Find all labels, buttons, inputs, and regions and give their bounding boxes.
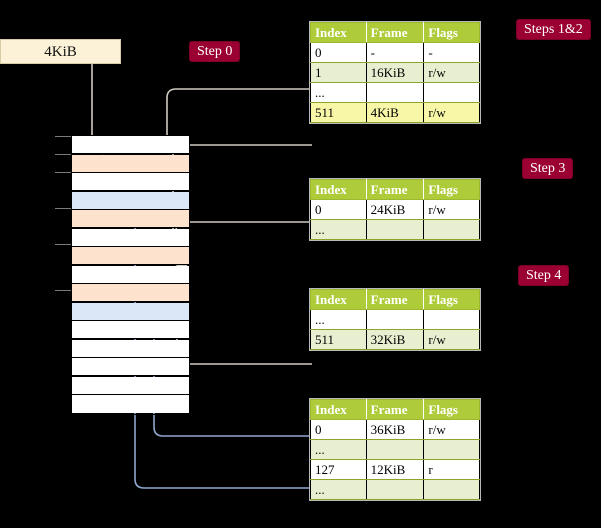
cell-flags [423, 309, 480, 330]
cell-index: ... [310, 309, 367, 330]
mem-tick [55, 290, 71, 291]
cell-frame [365, 479, 425, 500]
column-header-flags: Flags [423, 179, 480, 200]
memory-frame-row [72, 302, 189, 321]
cell-index: 1 [310, 62, 367, 83]
cell-frame: 12KiB [365, 459, 425, 480]
column-header-index: Index [310, 179, 367, 200]
cell-flags: r/w [423, 102, 480, 123]
column-header-index: Index [310, 289, 367, 310]
physical-memory-column [71, 135, 190, 415]
cell-flags [423, 82, 480, 103]
column-header-index: Index [310, 399, 367, 420]
column-header-index: Index [310, 22, 367, 43]
column-header-flags: Flags [423, 289, 480, 310]
memory-frame-row [72, 136, 189, 154]
cell-frame: 4KiB [365, 102, 425, 123]
memory-frame-row [72, 154, 189, 173]
memory-frame-row [72, 284, 189, 302]
cell-frame [365, 82, 425, 103]
cell-index: 511 [310, 102, 367, 123]
cell-frame: 36KiB [365, 419, 425, 440]
badge-step-3: Step 3 [522, 158, 574, 179]
cell-flags: r/w [423, 62, 480, 83]
memory-frame-row [72, 265, 189, 284]
cell-index: ... [310, 82, 367, 103]
badge-step-0: Step 0 [189, 41, 241, 62]
cell-index: 511 [310, 329, 367, 350]
table-row[interactable]: ... [310, 309, 480, 330]
memory-frame-row [72, 191, 189, 210]
cell-index: ... [310, 479, 367, 500]
cell-frame [365, 439, 425, 460]
mem-tick [55, 244, 71, 245]
memory-frame-row [72, 339, 189, 358]
table-row[interactable]: ... [310, 479, 480, 500]
memory-frame-row [72, 173, 189, 191]
cell-index: 127 [310, 459, 367, 480]
column-header-flags: Flags [423, 399, 480, 420]
memory-frame-row [72, 321, 189, 339]
cell-flags [423, 219, 480, 240]
mem-tick [55, 172, 71, 173]
memory-frame-row [72, 395, 189, 413]
memory-frame-row [72, 228, 189, 247]
column-header-flags: Flags [423, 22, 480, 43]
memory-frame-row [72, 247, 189, 265]
cell-index: 0 [310, 199, 367, 220]
cell-frame [365, 309, 425, 330]
column-header-frame: Frame [365, 22, 425, 43]
cell-index: 0 [310, 42, 367, 63]
cell-flags [423, 479, 480, 500]
cell-flags: r [423, 459, 480, 480]
column-header-frame: Frame [365, 289, 425, 310]
cell-frame: 16KiB [365, 62, 425, 83]
cell-flags: r/w [423, 419, 480, 440]
memory-frame-row [72, 210, 189, 228]
mem-tick [55, 136, 71, 137]
table-row[interactable]: 0-- [310, 42, 480, 63]
cell-index: 0 [310, 419, 367, 440]
table-row[interactable]: ... [310, 219, 480, 240]
column-header-frame: Frame [365, 399, 425, 420]
source-frame-box: 4KiB [0, 39, 121, 64]
column-header-frame: Frame [365, 179, 425, 200]
cell-frame: 32KiB [365, 329, 425, 350]
cell-frame: - [365, 42, 425, 63]
badge-steps-1-2: Steps 1&2 [516, 19, 591, 40]
cell-flags: r/w [423, 329, 480, 350]
mem-tick [55, 208, 71, 209]
cell-frame: 24KiB [365, 199, 425, 220]
badge-step-4: Step 4 [518, 265, 570, 286]
cell-flags: - [423, 42, 480, 63]
table-row[interactable]: ... [310, 82, 480, 103]
cell-index: ... [310, 439, 367, 460]
memory-frame-row [72, 376, 189, 395]
mem-tick [55, 154, 71, 155]
memory-frame-row [72, 358, 189, 376]
cell-index: ... [310, 219, 367, 240]
cell-flags [423, 439, 480, 460]
cell-flags: r/w [423, 199, 480, 220]
table-row[interactable]: ... [310, 439, 480, 460]
cell-frame [365, 219, 425, 240]
